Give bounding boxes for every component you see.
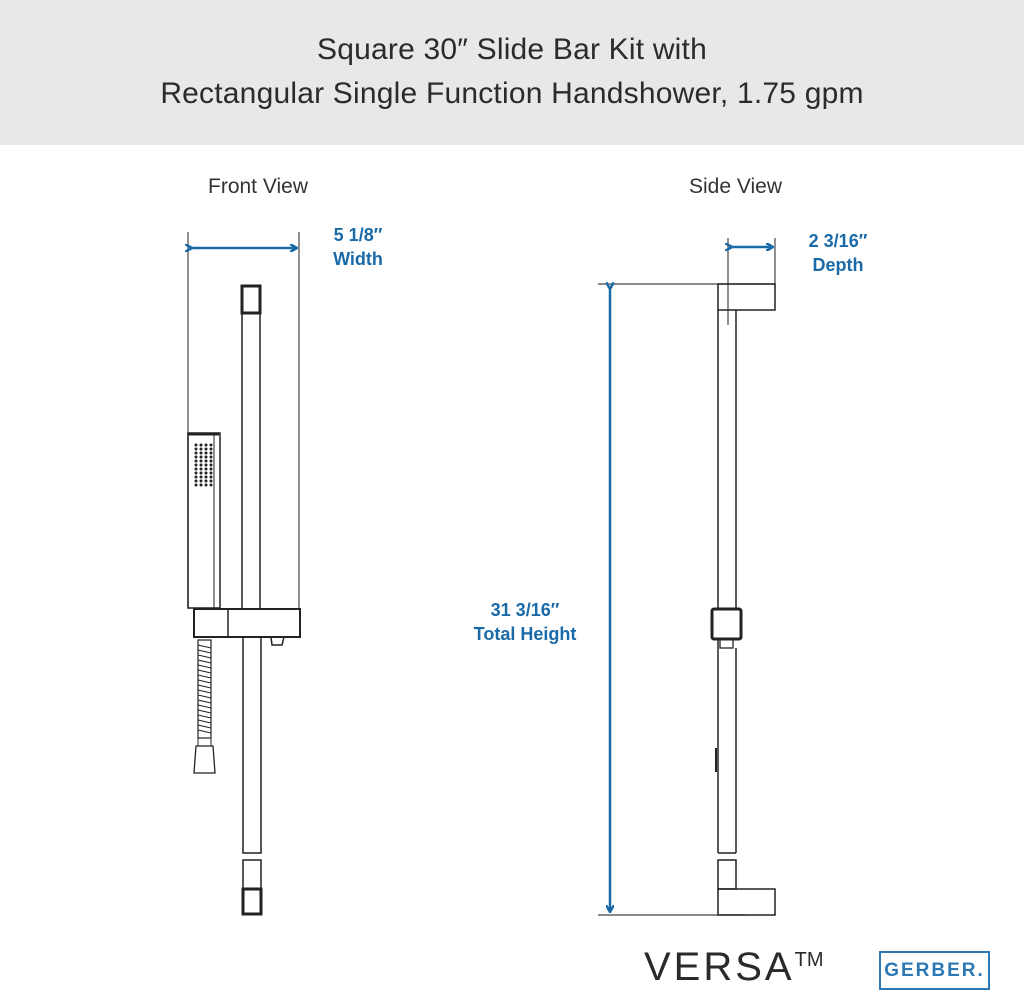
width-caption: Width	[333, 249, 383, 269]
width-value: 5 1/8″	[333, 225, 383, 245]
versa-logo: VERSATM	[644, 945, 824, 990]
versa-text: VERSA	[644, 945, 795, 989]
side-slider	[710, 607, 743, 649]
hose	[193, 639, 216, 774]
front-view-drawing	[187, 232, 301, 916]
height-value: 31 3/16″	[490, 600, 560, 620]
side-view-label: Side View	[689, 175, 783, 198]
front-view-label: Front View	[208, 175, 308, 198]
side-view-drawing	[598, 238, 776, 916]
handshower	[187, 432, 221, 609]
depth-dimension-label: 2 3/16″ Depth	[790, 229, 886, 277]
spray-nozzles	[194, 443, 213, 487]
page-title-line-1: Square 30″ Slide Bar Kit with	[317, 33, 707, 66]
page-title-line-2: Rectangular Single Function Handshower, …	[160, 77, 864, 110]
gerber-logo: GERBER.	[879, 951, 990, 990]
trademark-symbol: TM	[794, 949, 824, 971]
height-dimension-label: 31 3/16″ Total Height	[452, 598, 598, 646]
height-caption: Total Height	[473, 624, 577, 644]
depth-value: 2 3/16″	[808, 231, 868, 251]
header-banner: Square 30″ Slide Bar Kit with Rectangula…	[0, 0, 1024, 145]
width-dimension-label: 5 1/8″ Width	[318, 223, 398, 271]
depth-caption: Depth	[812, 255, 864, 275]
